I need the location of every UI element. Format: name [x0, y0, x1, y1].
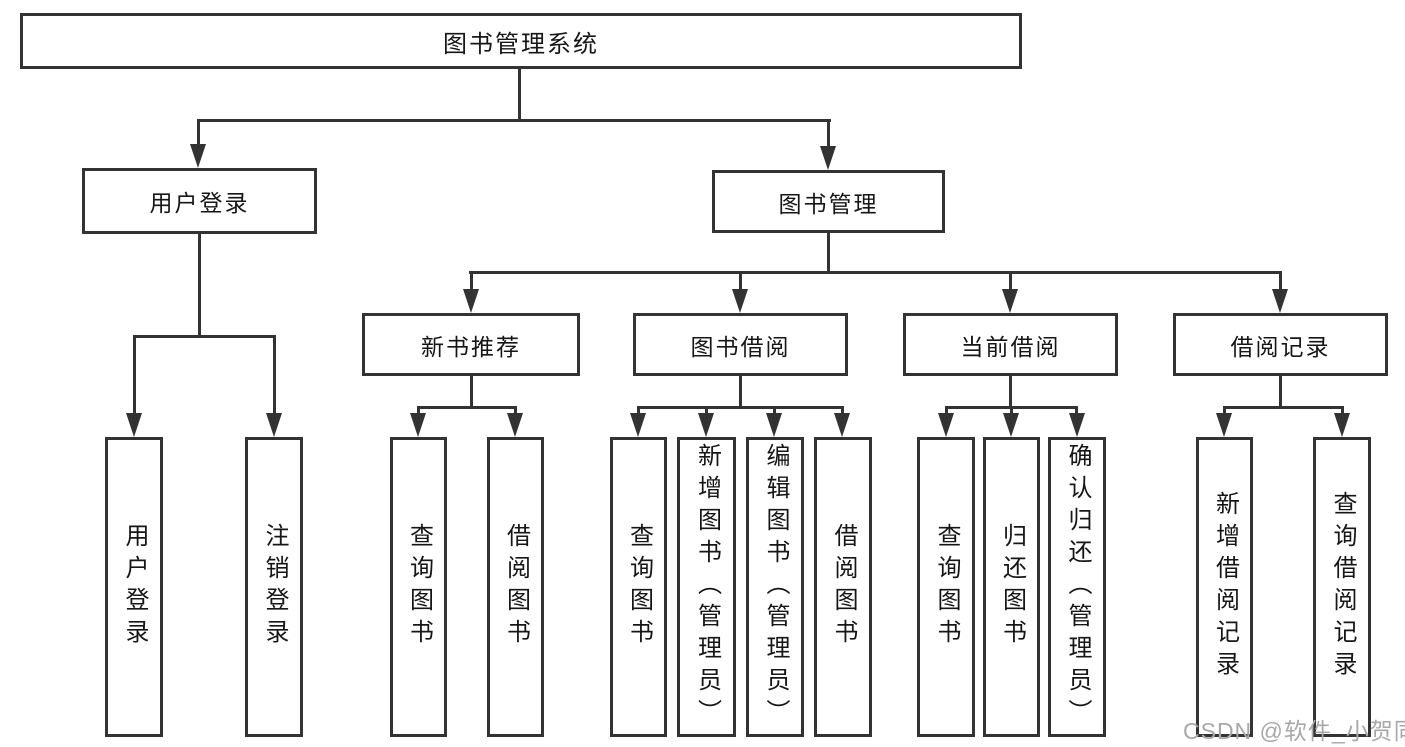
arrowhead-down-icon [630, 413, 646, 437]
connector-drop-leaf [1223, 406, 1226, 417]
node-leaf-borrow-books-borrowing: 借阅图书 [814, 437, 872, 737]
node-leaf-return-books: 归还图书 [983, 437, 1040, 737]
node-borrowing-records: 借阅记录 [1173, 313, 1388, 376]
connector-drop-leaf [841, 406, 844, 417]
connector-drop-leaf [514, 406, 517, 417]
arrowhead-down-icon [732, 289, 748, 313]
connector-drop-leaf [417, 406, 420, 417]
arrowhead-down-icon [1003, 413, 1019, 437]
watermark: CSDN @软件_小贺同学 [1183, 718, 1405, 744]
node-leaf-add-books-admin: 新增图书（管理员） [677, 437, 736, 737]
connector-drop-user-login [197, 119, 200, 147]
arrowhead-down-icon [1272, 289, 1288, 313]
node-leaf-edit-books-admin: 编辑图书（管理员） [746, 437, 804, 737]
node-new-book-recommend: 新书推荐 [362, 313, 580, 376]
node-leaf-query-books-current: 查询图书 [917, 437, 975, 737]
arrowhead-down-icon [190, 144, 206, 168]
connector-drop-leaf [1075, 406, 1078, 417]
node-current-borrowing: 当前借阅 [903, 313, 1118, 376]
arrowhead-down-icon [126, 413, 142, 437]
connector-drop-leaf [1010, 406, 1013, 417]
node-leaf-confirm-return-admin: 确认归还（管理员） [1048, 437, 1106, 737]
connector-drop-leaf [1341, 406, 1344, 417]
arrowhead-down-icon [463, 289, 479, 313]
connector-root-bus [197, 119, 831, 122]
arrowhead-down-icon [766, 413, 782, 437]
node-leaf-query-books-recommend: 查询图书 [390, 437, 447, 737]
connector-rec-stem [470, 376, 473, 407]
node-leaf-logout: 注销登录 [245, 437, 303, 737]
arrowhead-down-icon [507, 413, 523, 437]
connector-login-stem [198, 234, 201, 337]
node-library-management-system: 图书管理系统 [20, 13, 1022, 69]
node-leaf-borrow-books-recommend: 借阅图书 [487, 437, 544, 737]
arrowhead-down-icon [820, 146, 836, 170]
arrowhead-down-icon [266, 413, 282, 437]
node-user-login: 用户登录 [82, 168, 317, 234]
arrowhead-down-icon [410, 413, 426, 437]
connector-drop-new-book-recommend [470, 271, 473, 291]
connector-drop-leaf [773, 406, 776, 417]
connector-login-bus [133, 335, 276, 338]
node-leaf-query-books-borrowing: 查询图书 [610, 437, 667, 737]
arrowhead-down-icon [698, 413, 714, 437]
connector-drop-leaf-logout [273, 335, 276, 415]
arrowhead-down-icon [834, 413, 850, 437]
connector-mgmt-stem [827, 233, 830, 272]
node-book-borrowing: 图书借阅 [633, 313, 848, 376]
arrowhead-down-icon [1069, 413, 1085, 437]
connector-current-stem [1009, 376, 1012, 407]
connector-drop-leaf [945, 406, 948, 417]
connector-rec-bus [417, 406, 517, 409]
connector-borrow-bus [637, 406, 844, 409]
node-leaf-user-login: 用户登录 [105, 437, 163, 737]
connector-borrow-stem [739, 376, 742, 407]
connector-drop-leaf [637, 406, 640, 417]
node-leaf-query-borrow-record: 查询借阅记录 [1313, 437, 1371, 737]
connector-records-stem [1279, 376, 1282, 407]
arrowhead-down-icon [1002, 289, 1018, 313]
connector-drop-book-borrowing [739, 271, 742, 291]
connector-drop-current-borrowing [1009, 271, 1012, 291]
connector-drop-borrowing-records [1279, 271, 1282, 291]
connector-drop-book-management [827, 119, 830, 149]
connector-records-bus [1223, 406, 1343, 409]
connector-drop-leaf [705, 406, 708, 417]
arrowhead-down-icon [1334, 413, 1350, 437]
connector-drop-leaf-user-login [133, 335, 136, 415]
connector-mgmt-bus [469, 271, 1282, 274]
connector-root-stem [518, 69, 521, 120]
node-leaf-add-borrow-record: 新增借阅记录 [1196, 437, 1253, 737]
node-book-management: 图书管理 [712, 170, 945, 233]
arrowhead-down-icon [938, 413, 954, 437]
arrowhead-down-icon [1216, 413, 1232, 437]
